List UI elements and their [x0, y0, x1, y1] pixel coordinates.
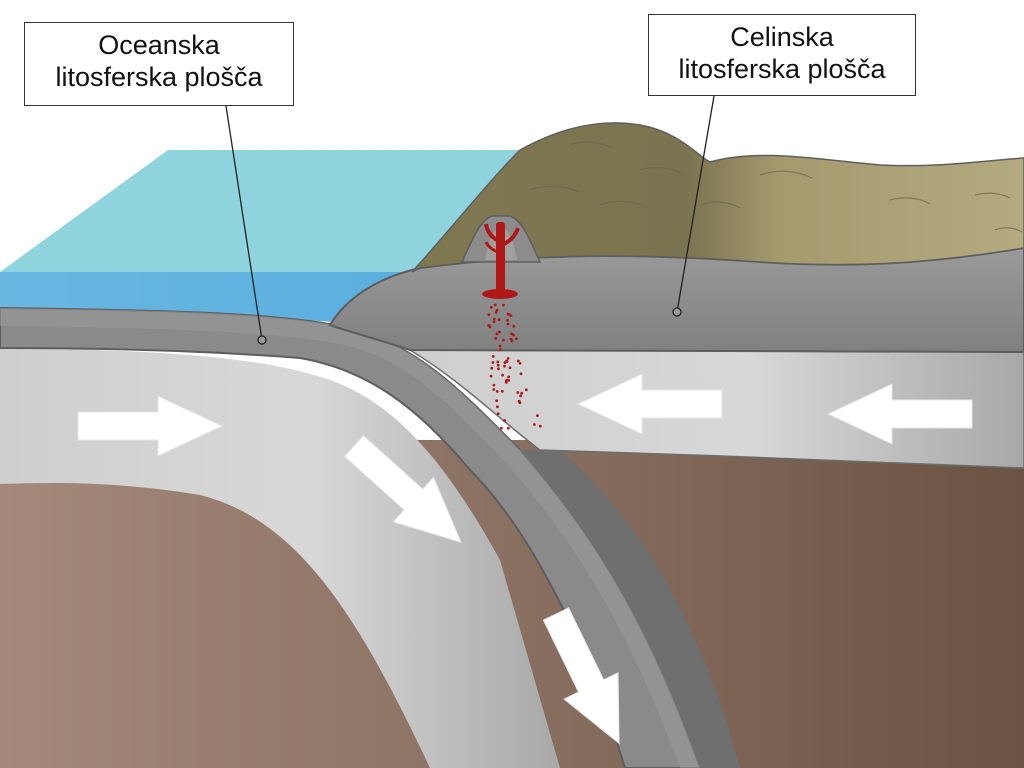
magma-droplet	[504, 381, 508, 384]
oceanic-plate-label: Oceanska litosferska plošča	[24, 22, 294, 106]
magma-droplet	[503, 419, 506, 422]
magma-droplet	[492, 388, 496, 391]
magma-droplet	[506, 318, 509, 322]
leader-continental	[676, 95, 715, 313]
magma-droplet	[491, 355, 495, 358]
magma-droplet	[507, 379, 510, 382]
magma-droplet	[495, 390, 499, 393]
magma-droplets	[487, 303, 542, 430]
magma-droplet	[517, 399, 521, 403]
oceanic-asthenosphere	[0, 348, 560, 768]
magma-droplet	[494, 310, 498, 314]
continental-plate-label: Celinska litosferska plošča	[648, 14, 916, 96]
magma-droplet	[519, 394, 522, 398]
magma-droplet	[510, 332, 513, 336]
magma-droplet	[503, 361, 507, 364]
arrow-icon	[826, 383, 973, 445]
magma-droplet	[495, 332, 499, 336]
magma-droplet	[496, 360, 500, 364]
magma-droplet	[507, 375, 511, 379]
magma-droplet	[492, 320, 496, 324]
slab-edge	[520, 450, 740, 768]
continental-land	[411, 122, 1024, 273]
magma-droplet	[498, 344, 502, 348]
magma-droplet	[489, 305, 493, 309]
magma-droplet	[487, 313, 491, 316]
magma-droplet	[495, 399, 499, 402]
magma-droplet	[497, 367, 500, 371]
magma-droplet	[492, 317, 496, 321]
magma-droplet	[501, 338, 505, 342]
land-texture	[529, 141, 1023, 233]
magma-droplet	[492, 383, 496, 387]
magma-droplet	[525, 388, 528, 392]
magma-droplet	[509, 314, 513, 317]
magma-droplet	[494, 336, 498, 340]
leader-oceanic	[225, 105, 263, 341]
magma-droplet	[516, 359, 520, 363]
magma-droplet	[496, 412, 500, 415]
arrow-icon	[343, 434, 462, 544]
continental-plate-label-line2: litosferska plošča	[678, 54, 886, 84]
flow-arrows	[77, 373, 973, 745]
magma-droplet	[502, 303, 505, 307]
magma-droplet	[506, 322, 510, 326]
oceanic-plate-label-line2: litosferska plošča	[55, 62, 263, 92]
magma-droplet	[518, 361, 522, 365]
magma-droplet	[503, 364, 506, 368]
magma-icon	[482, 222, 520, 299]
magma-droplet	[487, 324, 491, 327]
magma-droplet	[498, 330, 501, 334]
magma-droplet	[538, 424, 542, 428]
magma-droplet	[500, 389, 504, 393]
magma-droplet	[496, 405, 499, 409]
magma-droplet	[520, 391, 524, 395]
oceanic-plate-label-line1: Oceanska	[98, 30, 220, 60]
magma-droplet	[497, 318, 501, 322]
magma-droplet	[489, 374, 493, 378]
arrow-icon	[77, 395, 224, 457]
magma-droplet	[491, 361, 495, 364]
continental-plate-label-line1: Celinska	[730, 22, 834, 52]
magma-droplet	[493, 303, 497, 307]
magma-droplet	[495, 308, 499, 312]
magma-droplet	[508, 366, 512, 370]
magma-droplet	[501, 373, 504, 377]
magma-droplet	[512, 324, 516, 328]
arrow-icon	[542, 607, 620, 745]
magma-droplet	[496, 363, 500, 367]
magma-droplet	[533, 423, 536, 426]
ocean-surface	[0, 150, 520, 272]
magma-droplet	[506, 426, 510, 430]
magma-droplet	[490, 366, 494, 370]
leader-continental-dot	[672, 307, 682, 317]
magma-droplet	[536, 414, 539, 417]
magma-droplet	[519, 372, 523, 376]
magma-droplet	[509, 337, 513, 341]
magma-droplet	[500, 426, 503, 430]
magma-droplet	[498, 348, 502, 352]
arrow-icon	[576, 373, 723, 435]
leader-oceanic-dot	[257, 335, 267, 345]
magma-droplet	[515, 337, 518, 341]
magma-droplet	[516, 391, 520, 394]
magma-droplet	[506, 357, 510, 360]
leader-lines	[225, 95, 715, 345]
